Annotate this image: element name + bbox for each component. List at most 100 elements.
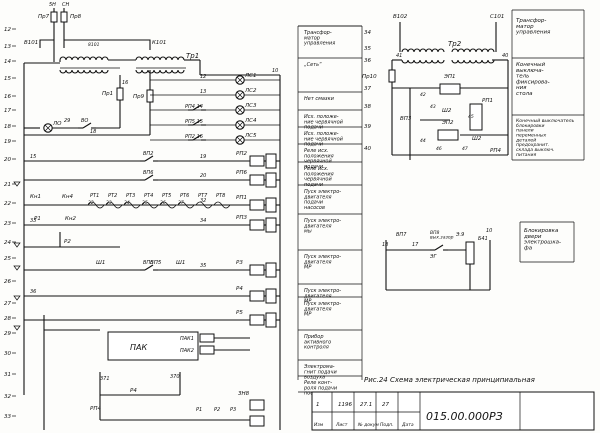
wire-number: 10 bbox=[272, 68, 278, 74]
transformer-secondary bbox=[59, 69, 109, 74]
wire bbox=[236, 136, 244, 144]
thermal-relay-label: РТ4 bbox=[144, 193, 153, 199]
button-label: Кн2 bbox=[65, 216, 77, 222]
thermal-relay-label: РТ6 bbox=[180, 193, 189, 199]
fuse bbox=[50, 11, 58, 23]
wire-number: 33 bbox=[30, 218, 36, 224]
fuse-label: Пр8 bbox=[70, 14, 82, 20]
wire-number: 29 bbox=[64, 118, 70, 124]
row-number: 18 bbox=[382, 242, 388, 248]
switch-label: Ш2 bbox=[442, 108, 452, 114]
switch-label: ВП5 bbox=[150, 260, 162, 266]
wire-number: 23 bbox=[106, 200, 112, 206]
relay-coil bbox=[249, 399, 265, 411]
wire bbox=[192, 134, 202, 141]
wire bbox=[13, 181, 21, 187]
wire-number: 36 bbox=[30, 289, 36, 295]
title-block-value: 1196 bbox=[338, 402, 352, 408]
relay-coil bbox=[465, 241, 475, 265]
thermal-relay-label: РТ1 bbox=[90, 193, 99, 199]
wire bbox=[13, 325, 21, 331]
wire bbox=[195, 201, 213, 209]
lamp-label: ЛО bbox=[52, 121, 62, 127]
wire-number: 42 bbox=[420, 92, 426, 98]
row-number: 27 bbox=[4, 301, 11, 307]
wire-number: 370 bbox=[170, 374, 180, 380]
transformer-secondary bbox=[135, 69, 185, 74]
relay-coil bbox=[249, 155, 265, 167]
relay-coil bbox=[437, 129, 459, 141]
relay-coil-label: РП6 bbox=[236, 170, 247, 176]
contact-block bbox=[265, 172, 277, 188]
wire-number: 371 bbox=[100, 376, 110, 382]
relay-contact-label: РП5 15 bbox=[185, 119, 203, 125]
relay-coil-label: РП4 bbox=[490, 148, 501, 154]
contact-block bbox=[265, 262, 277, 278]
contact-block bbox=[265, 217, 277, 233]
wire bbox=[144, 174, 154, 181]
relay-contact-label: РП2 16 bbox=[185, 134, 203, 140]
thermal-relay-label: РТ5 bbox=[162, 193, 171, 199]
terminal-label: К101 bbox=[152, 40, 166, 46]
row-number: 32 bbox=[4, 394, 11, 400]
relay-coil bbox=[249, 290, 265, 302]
switch-label: Ш2 bbox=[472, 136, 482, 142]
title-block-header: Лист bbox=[335, 422, 348, 428]
relay-coil bbox=[249, 174, 265, 186]
wire-number: 19 bbox=[200, 154, 206, 160]
wire-number: 47 bbox=[462, 146, 468, 152]
lamp-label: ЛС5 bbox=[244, 133, 257, 139]
row-number: 26 bbox=[4, 279, 11, 285]
wire bbox=[192, 104, 202, 111]
relay-coil bbox=[249, 415, 265, 427]
relay-contact-label: РП4 14 bbox=[185, 104, 203, 110]
title-block-value: 27.1 bbox=[360, 402, 372, 408]
wire bbox=[82, 122, 92, 129]
terminal-label: СН bbox=[62, 2, 69, 8]
terminal-label: С101 bbox=[490, 14, 504, 20]
wire bbox=[87, 201, 105, 209]
terminal-label: В102 bbox=[393, 14, 408, 20]
row-number: 15 bbox=[4, 76, 11, 82]
relay-label: ЗН8 bbox=[238, 391, 250, 397]
fuse-label: Пр7 bbox=[38, 14, 50, 20]
row-number: 37 bbox=[364, 86, 371, 92]
relay-coil-label: Р3 bbox=[236, 260, 243, 266]
row-number: 13 bbox=[4, 44, 11, 50]
lamp-label: ЛС2 bbox=[244, 88, 257, 94]
title-block-header: Дата bbox=[401, 422, 414, 428]
wire-number: 43 bbox=[430, 104, 436, 110]
wire bbox=[141, 201, 159, 209]
row-number: 23 bbox=[4, 221, 11, 227]
wire bbox=[236, 106, 244, 114]
wire-number: 20 bbox=[200, 173, 206, 179]
row-number: 34 bbox=[364, 30, 371, 36]
relay-coil-label: Р4 bbox=[236, 286, 243, 292]
pak-contact bbox=[199, 333, 215, 343]
wire-number: 35 bbox=[200, 263, 206, 269]
wire-number: 26 bbox=[160, 200, 166, 206]
terminal-label: В101 bbox=[24, 40, 38, 46]
contact-label: ВП6 bbox=[143, 170, 153, 176]
wire-number: 45 bbox=[468, 114, 474, 120]
switch-label: ВП7 bbox=[396, 232, 407, 238]
thermal-relay-label: РТ2 bbox=[108, 193, 117, 199]
row-number: 17 bbox=[4, 108, 11, 114]
contact-block bbox=[265, 153, 277, 169]
wire bbox=[64, 39, 151, 50]
title-block bbox=[311, 391, 595, 431]
contact-block bbox=[265, 288, 277, 304]
